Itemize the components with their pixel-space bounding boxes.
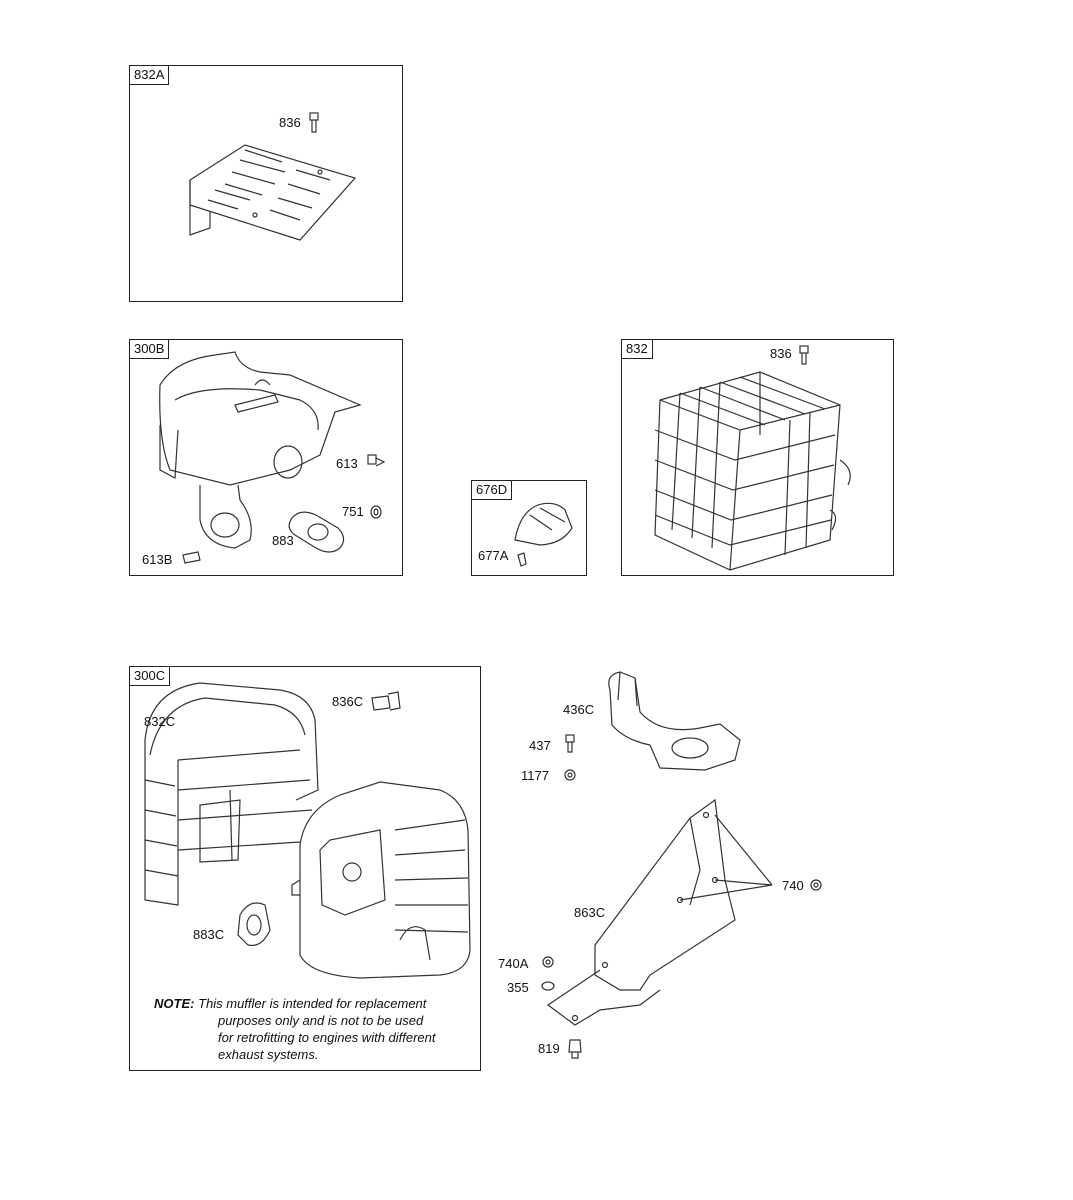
wire-guard-832-drawing <box>654 371 851 571</box>
panel-832a <box>129 65 403 302</box>
label-863c: 863C <box>574 905 606 920</box>
panel-676d-tag: 676D <box>471 480 513 500</box>
panel-300b-tag: 300B <box>129 339 170 359</box>
label-355: 355 <box>507 980 529 995</box>
replacement-note: NOTE: This muffler is intended for repla… <box>154 995 436 1063</box>
gasket-883c <box>237 902 271 947</box>
label-832c: 832C <box>144 714 176 729</box>
panel-300b <box>129 339 403 576</box>
label-740: 740 <box>782 878 804 893</box>
deflector-676d-drawing <box>514 502 573 567</box>
nut-1177 <box>564 769 576 781</box>
label-613: 613 <box>336 456 358 471</box>
label-677a: 677A <box>478 548 509 563</box>
screw-437 <box>565 734 575 753</box>
label-613b: 613B <box>142 552 173 567</box>
label-883: 883 <box>272 533 294 548</box>
panel-832 <box>621 339 894 576</box>
panel-832a-tag: 832A <box>129 65 170 85</box>
nut-740 <box>810 879 822 891</box>
bracket-863c-drawing <box>546 798 773 1026</box>
label-819: 819 <box>538 1041 560 1056</box>
exhaust-elbow-436c-drawing <box>608 671 741 771</box>
label-1177: 1177 <box>521 768 549 783</box>
note-line-2: purposes only and is not to be used <box>218 1013 424 1028</box>
panel-300c-tag: 300C <box>129 666 171 686</box>
nut-740a <box>542 956 554 968</box>
panel-832-tag: 832 <box>621 339 653 359</box>
panel-300c <box>129 666 481 1071</box>
bolt-819 <box>568 1039 582 1059</box>
note-line-1: This muffler is intended for replacement <box>198 996 427 1011</box>
muffler-300c-drawing <box>291 781 471 979</box>
label-836c: 836C <box>332 694 364 709</box>
bolt-613b <box>182 551 201 564</box>
washer-751 <box>370 505 382 519</box>
guard-832c-drawing <box>144 682 319 906</box>
heat-shield-plate-drawing <box>189 144 357 241</box>
bolt-613 <box>367 454 386 467</box>
muffler-300b-drawing <box>159 351 362 549</box>
washer-355 <box>541 981 555 991</box>
note-line-4: exhaust systems. <box>218 1047 319 1062</box>
note-line-3: for retrofitting to engines with differe… <box>218 1030 436 1045</box>
label-836-b: 836 <box>770 346 792 361</box>
panel-676d <box>471 480 587 576</box>
label-740a: 740A <box>498 956 529 971</box>
label-436c: 436C <box>563 702 595 717</box>
gasket-883 <box>288 511 345 553</box>
label-883c: 883C <box>193 927 225 942</box>
note-heading: NOTE: <box>154 996 195 1011</box>
screw-836-a <box>309 112 319 133</box>
label-751: 751 <box>342 504 364 519</box>
label-437: 437 <box>529 738 551 753</box>
bolt-836c <box>371 691 401 711</box>
label-836-a: 836 <box>279 115 301 130</box>
screw-836-b <box>799 345 809 365</box>
